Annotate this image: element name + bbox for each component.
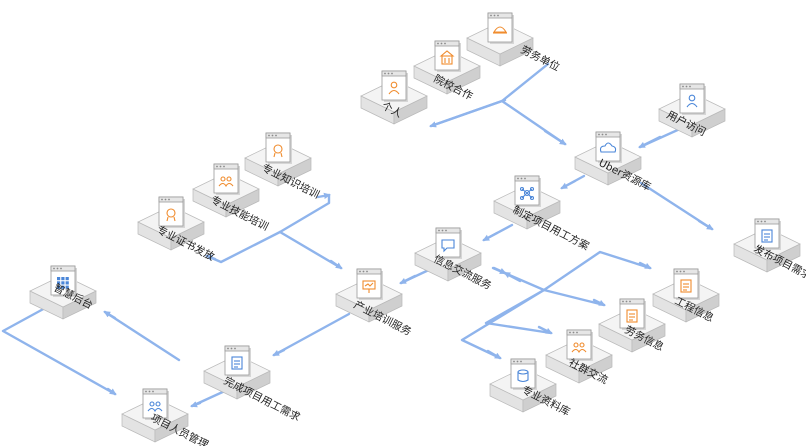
node-customized-project-labor-plan: 制定项目用工方案 (493, 175, 592, 253)
node-user-access: 用户访问 (658, 83, 726, 139)
building-icon (439, 50, 455, 65)
node-info-exchange-service: 信息交流服务 (414, 227, 494, 293)
connector-line (484, 288, 553, 335)
hardhat-icon (493, 26, 507, 34)
connector-line (272, 312, 351, 357)
connector-line (542, 288, 606, 307)
window-card (265, 132, 292, 164)
arrow-head (103, 310, 117, 320)
group-icon (571, 342, 587, 354)
arrow-head (205, 254, 217, 261)
arrow-head (638, 261, 652, 270)
document-icon (761, 229, 773, 243)
window-card (595, 131, 622, 163)
arrow-head (329, 259, 343, 270)
node-labor-unit: 劳务单位 (466, 12, 562, 74)
window-card (356, 268, 383, 300)
arrow-head (486, 349, 502, 360)
blueprint-icon (680, 279, 692, 293)
list-icon (626, 309, 638, 323)
window-card (487, 12, 514, 44)
clipboard-icon (231, 356, 243, 370)
chat-icon (441, 239, 455, 253)
arrow-head (543, 129, 567, 146)
node-publish-project-demand: 发布项目需求 (733, 218, 806, 283)
node-industry-training-service: 产业培训服务 (335, 268, 414, 339)
arrow-head (638, 135, 662, 149)
grid-icon (57, 277, 69, 289)
cloud-icon (599, 142, 617, 153)
window-card (158, 196, 185, 228)
connector-line (103, 310, 181, 362)
arrow-head (482, 231, 499, 242)
node-engineering-info: 工程信息 (652, 268, 720, 325)
arrow-head (560, 179, 577, 190)
connector-line (460, 288, 546, 360)
certificate-icon (166, 208, 176, 222)
node-smart-platform: 智慧后台 (29, 265, 97, 320)
arrow-head (190, 401, 202, 408)
connector-line (1, 305, 117, 396)
arrow-head (106, 387, 117, 396)
window-card (50, 265, 77, 297)
network-icon (519, 186, 535, 201)
node-knowledge-training: 专业知识培训 (244, 132, 322, 201)
arrow-head (697, 219, 714, 231)
window-card (679, 83, 706, 115)
badge-icon (273, 144, 283, 158)
arrow-head (316, 192, 331, 200)
presentation-icon (362, 280, 376, 293)
arrow-head (429, 98, 507, 128)
arrow-head (537, 325, 553, 335)
arrow-head (492, 266, 507, 275)
node-community-exchange: 社群交流 (545, 329, 613, 387)
user-icon (686, 94, 698, 108)
connector-line (491, 250, 652, 292)
arrow-head (592, 298, 606, 307)
database-icon (517, 369, 529, 383)
node-certificate-issuance: 专业证书发放 (137, 196, 217, 264)
node-complete-project-labor-demand: 完成项目用工需求 (203, 345, 303, 424)
window-card (381, 70, 408, 102)
arrow-head (399, 274, 417, 285)
node-individual: 个人 (360, 70, 428, 125)
worker-icon (218, 176, 234, 188)
team-icon (147, 401, 163, 413)
node-project-personnel-management: 项目人员管理 (121, 388, 211, 446)
window-card (213, 163, 240, 195)
node-layer: 劳务单位院校合作个人用户访问Uber资源库制定项目用工方案发布项目需求专业知识培… (29, 12, 806, 446)
person-icon (388, 81, 400, 95)
node-uber-resource-pool: Uber资源库 (574, 131, 653, 193)
window-card (754, 218, 781, 250)
arrow-head (503, 271, 522, 283)
node-labor-info: 劳务信息 (598, 298, 666, 354)
arrow-head (272, 348, 286, 357)
